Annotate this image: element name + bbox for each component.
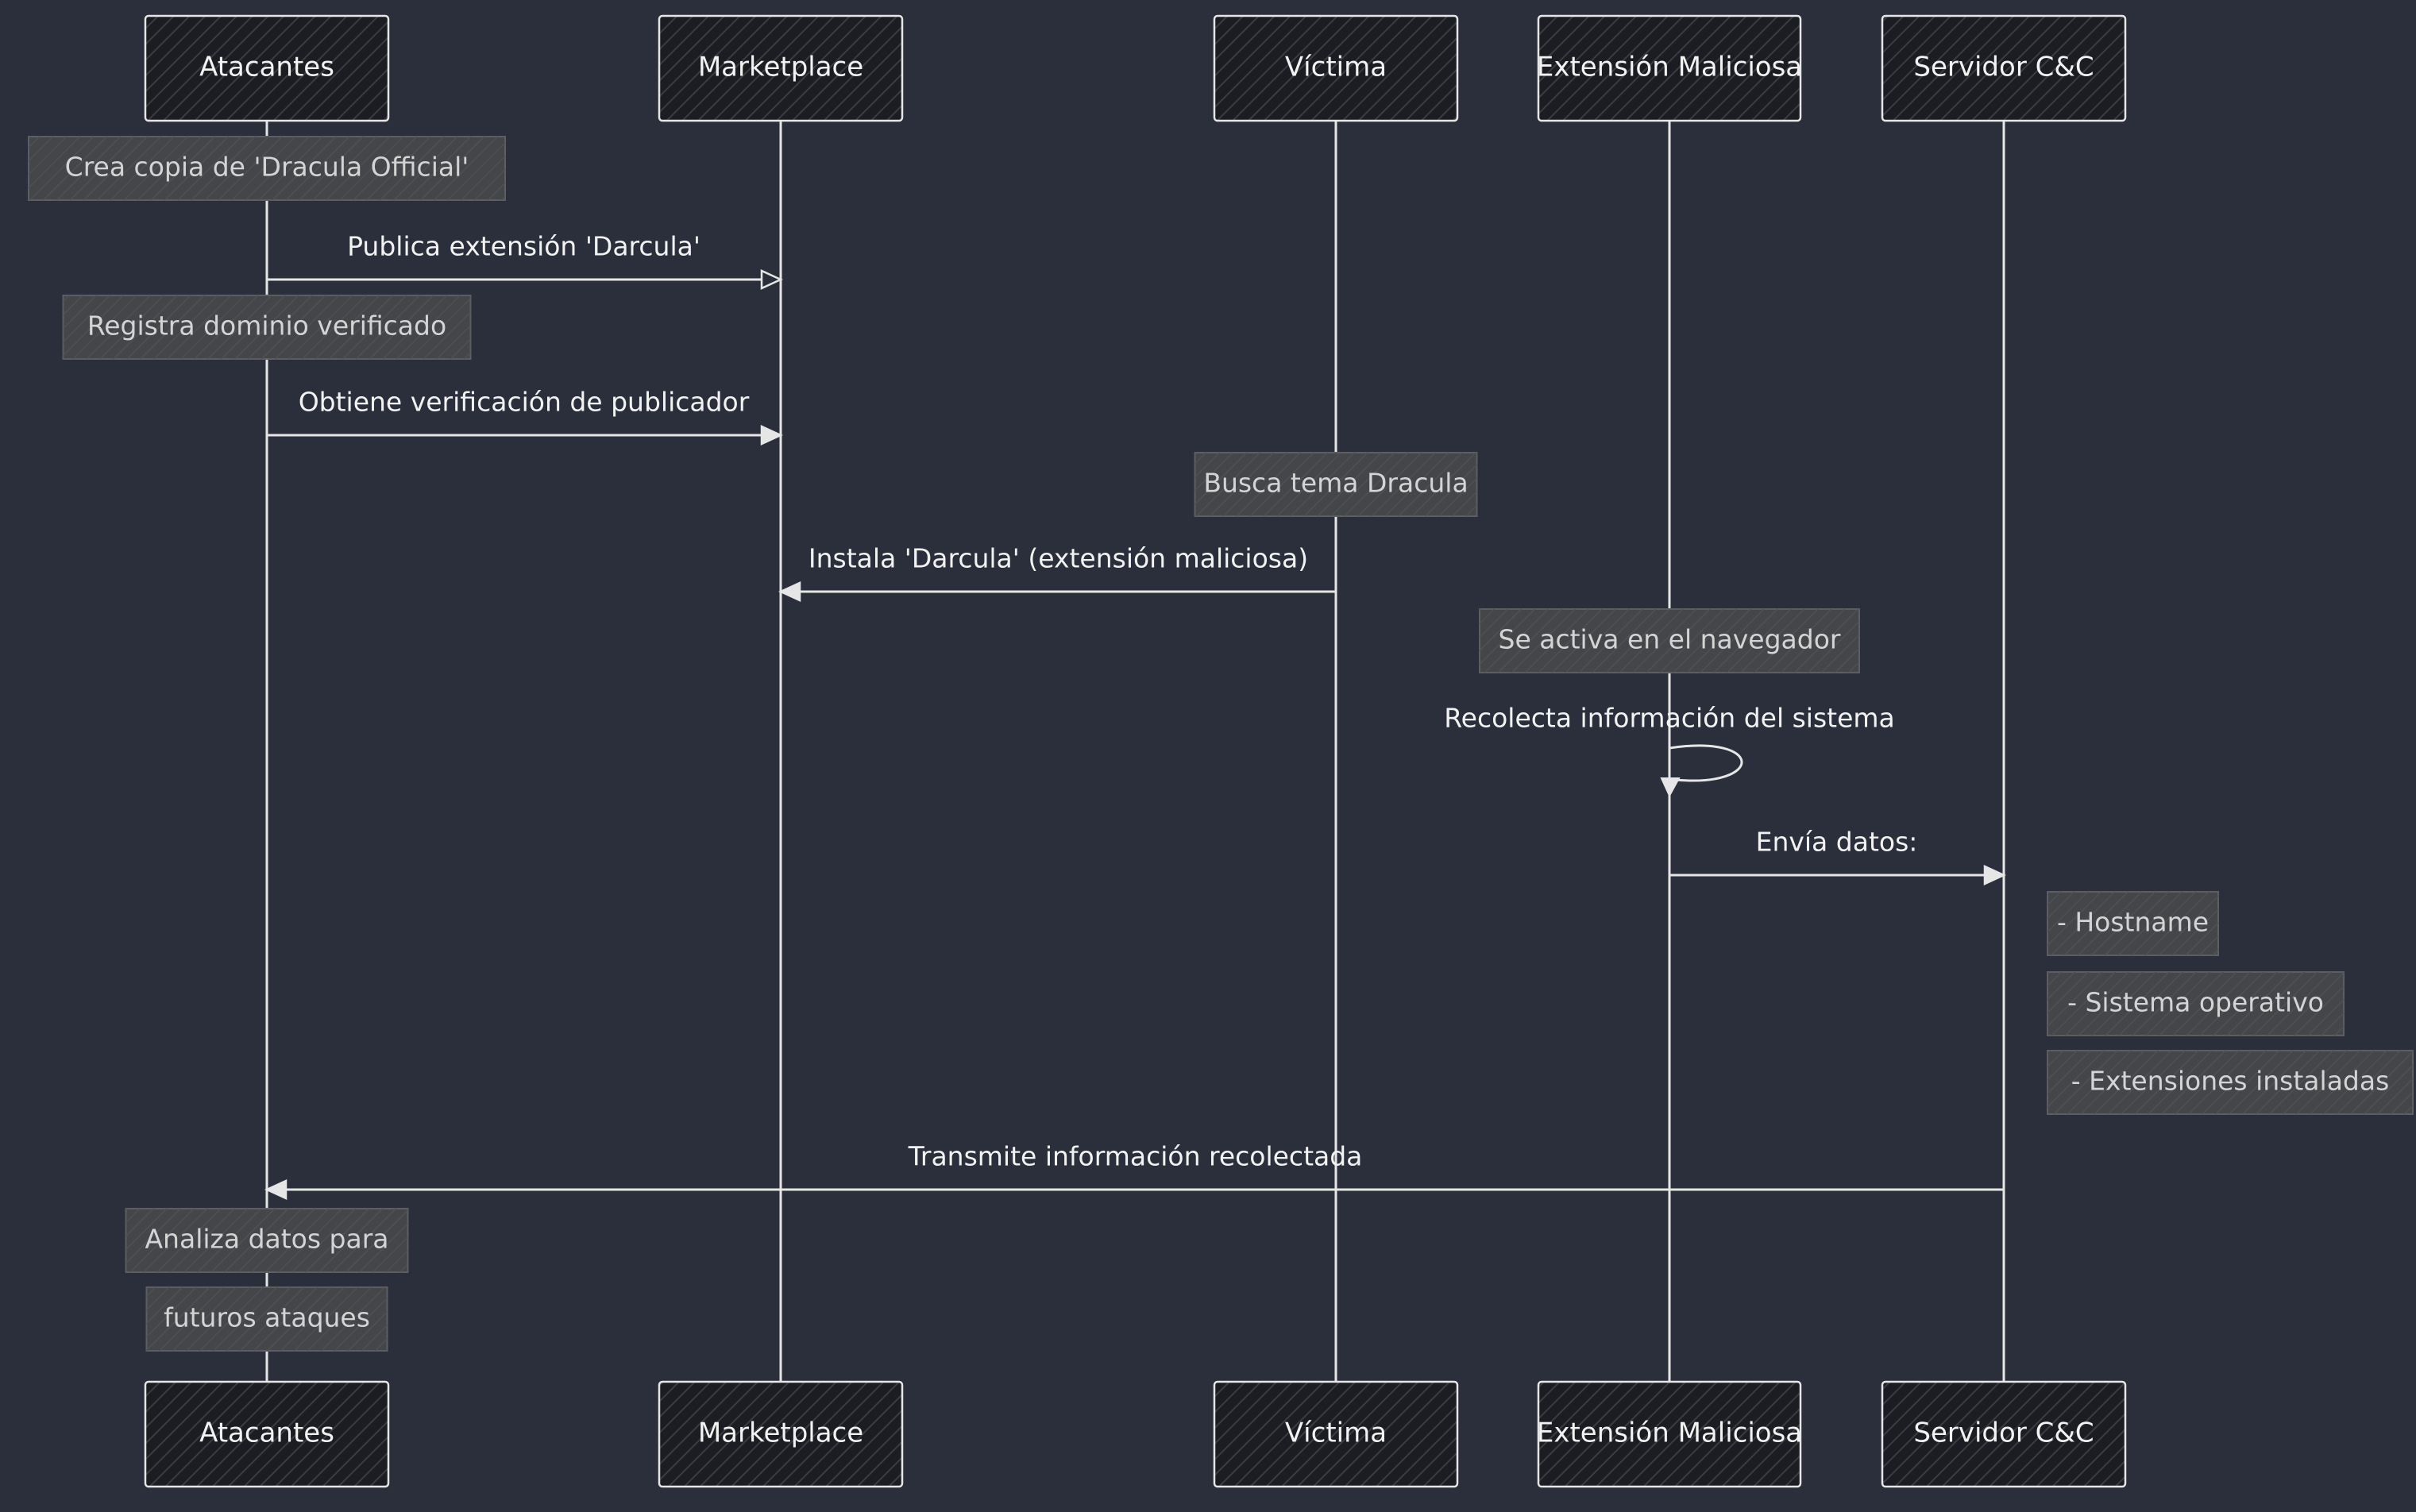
participant-extension-top: Extensión Maliciosa <box>1537 14 1802 122</box>
participant-servidor-top: Servidor C&C <box>1881 14 2127 122</box>
message: Obtiene verificación de publicador <box>267 387 784 446</box>
participant-label: Servidor C&C <box>1913 52 2094 83</box>
note: - Hostname <box>2047 891 2219 956</box>
note: - Sistema operativo <box>2047 971 2345 1036</box>
participant-servidor-bottom: Servidor C&C <box>1881 1380 2127 1488</box>
message: Publica extensión 'Darcula' <box>267 231 784 290</box>
note-text: Analiza datos para <box>145 1224 388 1255</box>
self-message: Recolecta información del sistema <box>1444 703 1895 798</box>
note-text: futuros ataques <box>164 1302 370 1333</box>
note: Analiza datos para <box>125 1208 409 1273</box>
participant-victima-top: Víctima <box>1213 14 1459 122</box>
arrowhead <box>1983 865 2007 885</box>
participant-label: Víctima <box>1285 52 1387 83</box>
note: Busca tema Dracula <box>1194 452 1478 517</box>
participant-label: Víctima <box>1285 1418 1387 1449</box>
note-text: Se activa en el navegador <box>1499 624 1841 655</box>
message-label: Publica extensión 'Darcula' <box>347 231 700 262</box>
note: Crea copia de 'Dracula Official' <box>28 136 506 201</box>
note: Se activa en el navegador <box>1479 608 1860 673</box>
note-text: - Hostname <box>2057 907 2209 938</box>
lifelines-layer <box>265 121 2005 1382</box>
participant-label: Atacantes <box>199 1418 334 1449</box>
self-loop <box>1669 744 1743 782</box>
participant-atacantes-bottom: Atacantes <box>144 1380 390 1488</box>
arrowhead <box>760 425 784 446</box>
note: - Extensiones instaladas <box>2047 1050 2414 1115</box>
participant-extension-bottom: Extensión Maliciosa <box>1537 1380 1802 1488</box>
note: Registra dominio verificado <box>62 295 472 360</box>
message-label: Obtiene verificación de publicador <box>299 387 750 418</box>
note-text: Busca tema Dracula <box>1203 468 1468 499</box>
note-text: - Extensiones instaladas <box>2071 1066 2390 1097</box>
participant-label: Servidor C&C <box>1913 1418 2094 1449</box>
participant-victima-bottom: Víctima <box>1213 1380 1459 1488</box>
participant-label: Extensión Maliciosa <box>1537 1418 1802 1449</box>
arrowhead <box>778 581 801 602</box>
note: futuros ataques <box>145 1286 388 1352</box>
message-label: Transmite información recolectada <box>908 1141 1363 1172</box>
participant-label: Marketplace <box>698 1418 863 1449</box>
message-label: Envía datos: <box>1756 827 1918 858</box>
participant-atacantes-top: Atacantes <box>144 14 390 122</box>
message: Instala 'Darcula' (extensión maliciosa) <box>778 543 1336 602</box>
message: Transmite información recolectada <box>264 1141 2004 1200</box>
message: Envía datos: <box>1669 827 2007 885</box>
participant-label: Marketplace <box>698 52 863 83</box>
note-text: Crea copia de 'Dracula Official' <box>65 152 469 183</box>
arrowhead <box>760 269 784 290</box>
participant-marketplace-bottom: Marketplace <box>658 1380 904 1488</box>
arrowhead <box>264 1179 288 1200</box>
participant-label: Atacantes <box>199 52 334 83</box>
note-text: Registra dominio verificado <box>87 310 446 341</box>
participant-marketplace-top: Marketplace <box>658 14 904 122</box>
message-label: Recolecta información del sistema <box>1444 703 1895 734</box>
message-label: Instala 'Darcula' (extensión maliciosa) <box>809 543 1308 574</box>
events-layer: Crea copia de 'Dracula Official' Publica … <box>28 136 2414 1352</box>
participant-label: Extensión Maliciosa <box>1537 52 1802 83</box>
participant-boxes-layer: AtacantesAtacantesMarketplaceMarketplace… <box>144 14 2127 1488</box>
arrowhead <box>1660 777 1681 798</box>
note-text: - Sistema operativo <box>2067 987 2324 1018</box>
